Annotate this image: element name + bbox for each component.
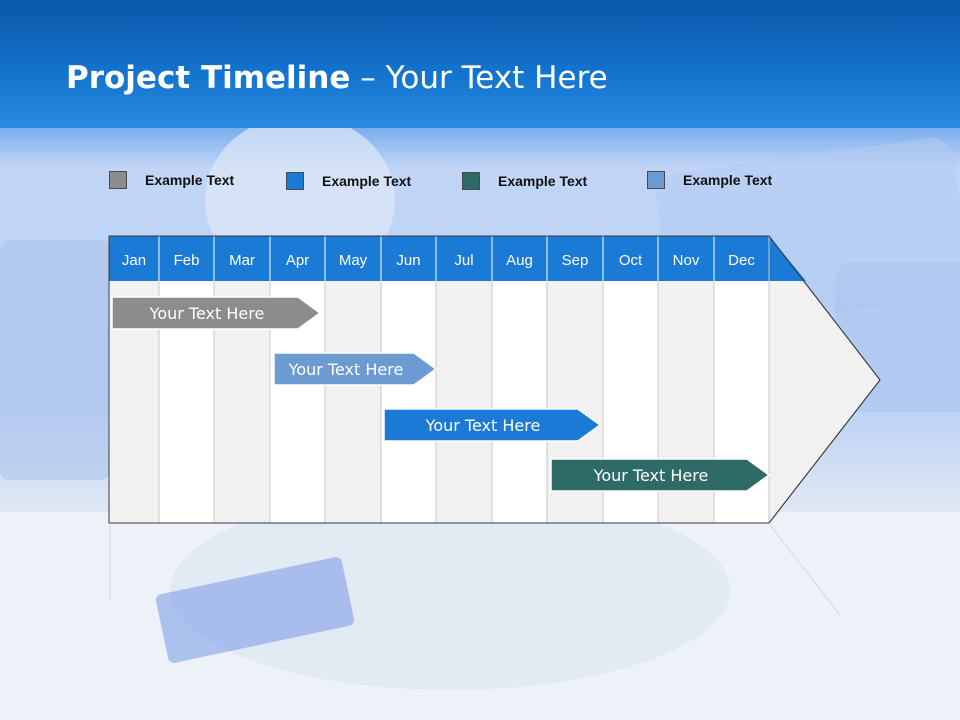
legend-swatch <box>462 172 480 190</box>
month-column <box>492 281 547 523</box>
task-bar-label: Your Text Here <box>149 304 265 323</box>
month-header-row <box>109 236 806 281</box>
month-label: Feb <box>174 252 200 269</box>
month-label: Aug <box>506 252 533 269</box>
month-label: Mar <box>229 252 255 269</box>
slide-title-rest: – Your Text Here <box>350 60 608 96</box>
month-label: Jun <box>396 252 420 269</box>
legend-label: Example Text <box>145 172 235 188</box>
slide-title-bold: Project Timeline <box>66 60 351 96</box>
slide-title: Project Timeline – Your Text Here <box>66 60 608 96</box>
figure-reflection <box>170 490 730 690</box>
task-bar <box>273 352 438 386</box>
month-label: Nov <box>673 252 700 269</box>
month-label: Apr <box>286 252 309 269</box>
legend-swatch <box>109 171 127 189</box>
month-label: Sep <box>562 252 589 269</box>
month-label: Dec <box>728 252 755 269</box>
month-label: Oct <box>619 252 643 269</box>
month-label: Jan <box>122 252 146 269</box>
credit-card-slot <box>155 557 355 663</box>
legend-label: Example Text <box>498 173 588 189</box>
task-bar-label: Your Text Here <box>425 416 541 435</box>
task-bar-label: Your Text Here <box>593 466 709 485</box>
task-bar <box>550 458 771 492</box>
grid-reflection <box>109 524 841 616</box>
task-bar <box>383 408 602 442</box>
task-bar-label: Your Text Here <box>288 360 404 379</box>
month-column <box>325 281 381 523</box>
title-bar <box>0 0 960 128</box>
legend-swatch <box>647 171 665 189</box>
month-column <box>381 281 436 523</box>
timeline-outline <box>108 235 881 524</box>
legend-label: Example Text <box>683 172 773 188</box>
month-label: Jul <box>454 252 473 269</box>
legend-swatch <box>286 172 304 190</box>
month-label: May <box>339 252 368 269</box>
month-column <box>436 281 492 523</box>
task-bar <box>111 296 322 330</box>
credit-card-left <box>0 240 110 480</box>
legend-label: Example Text <box>322 173 412 189</box>
